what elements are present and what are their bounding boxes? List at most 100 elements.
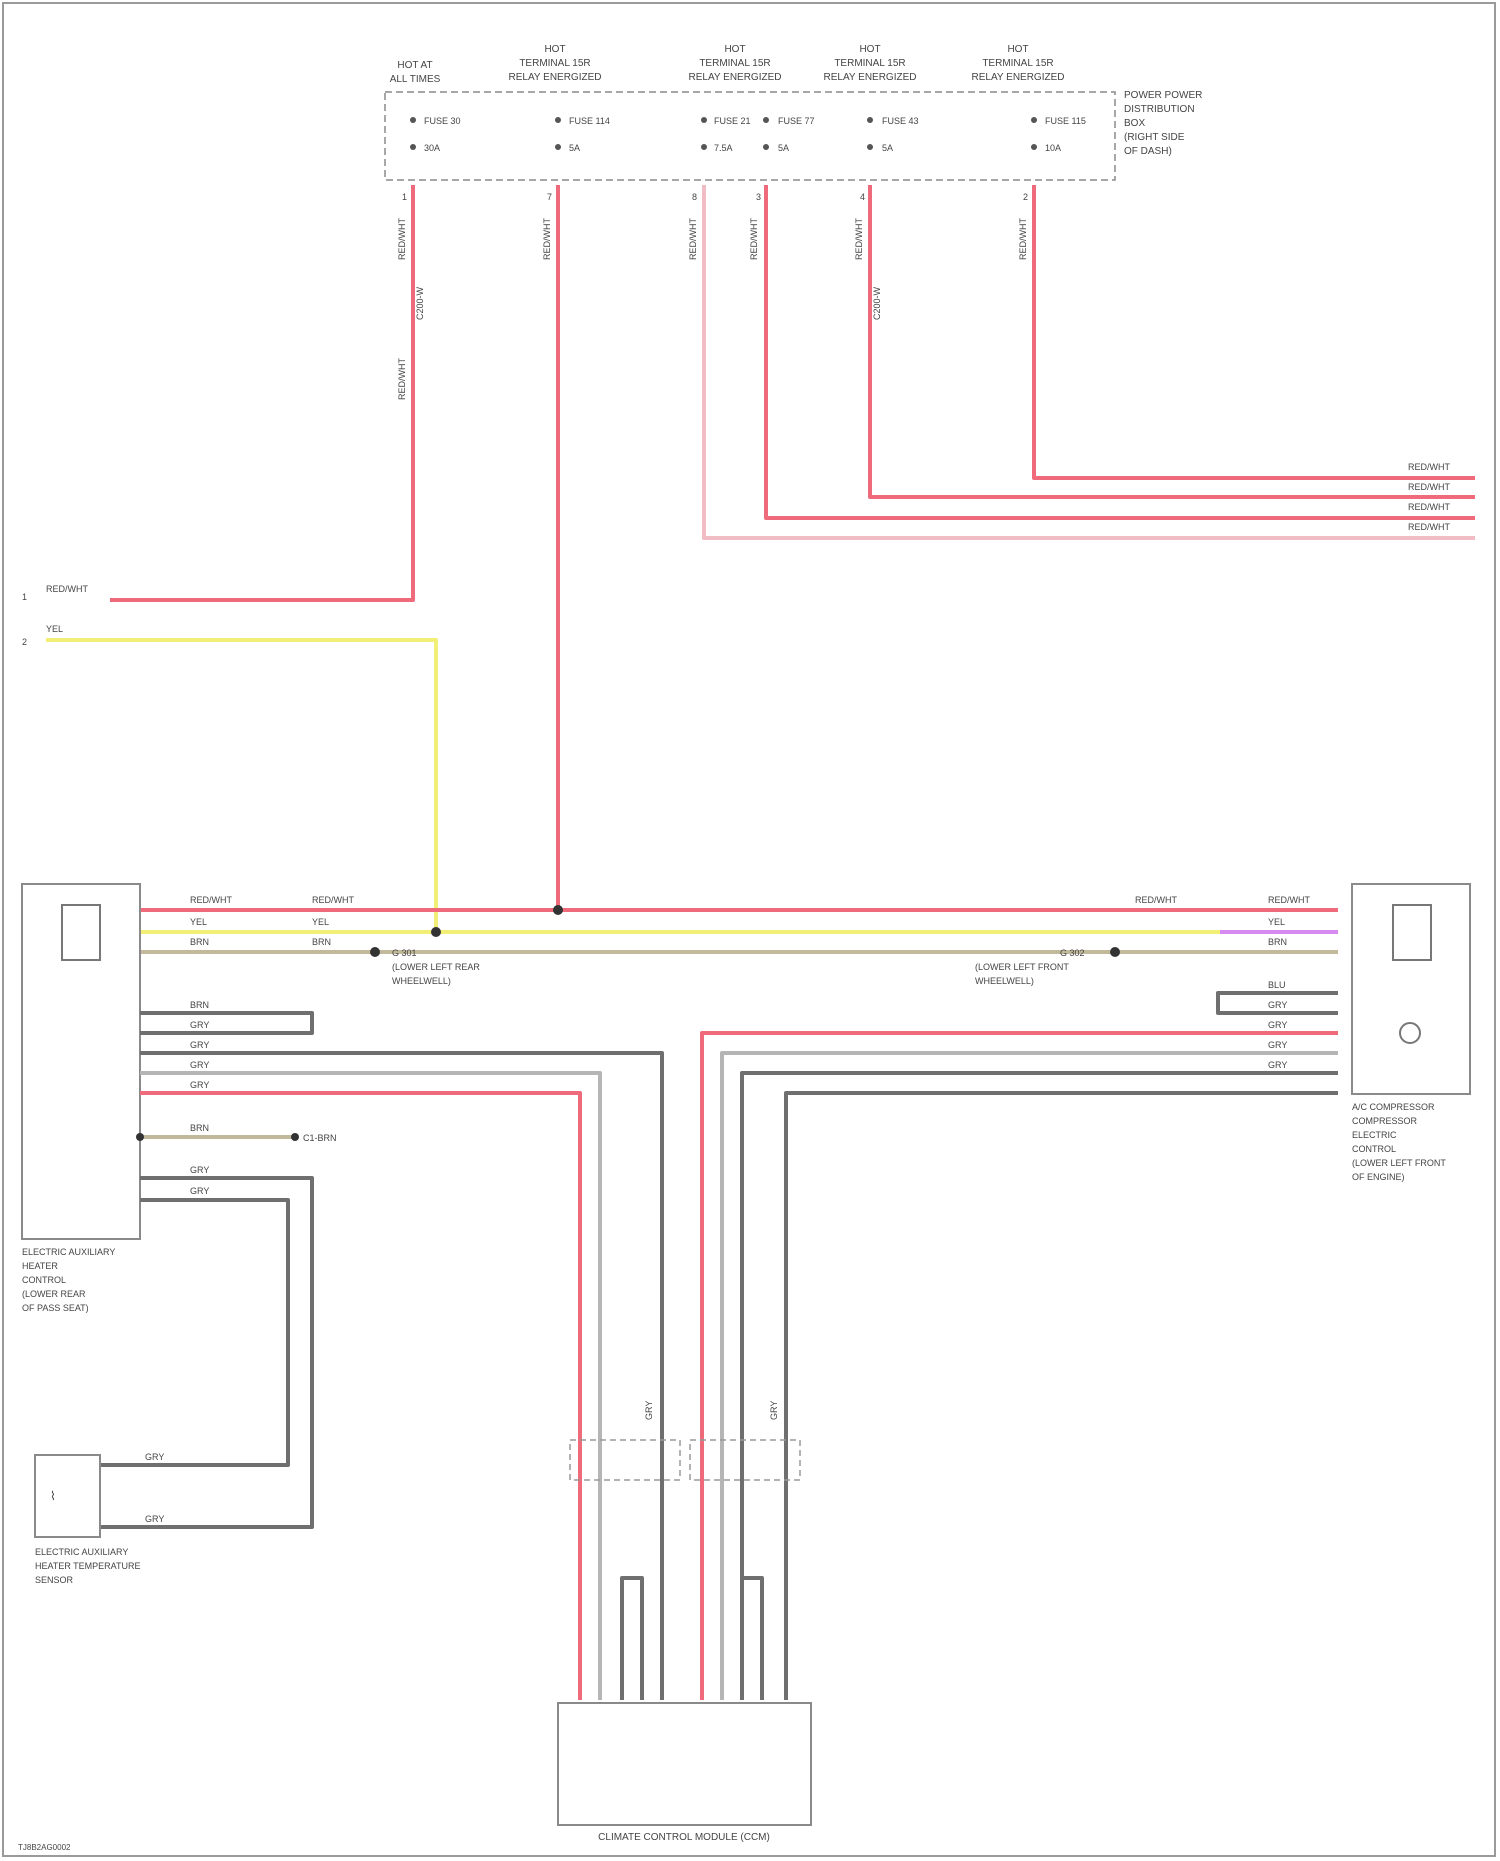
svg-text:C200-W: C200-W (872, 286, 882, 320)
left-module-loop-wires: BRN GRY GRY GRY GRY BRN C1-BRN (136, 1000, 662, 1700)
svg-text:RED/WHT: RED/WHT (1135, 895, 1177, 905)
svg-text:8: 8 (692, 192, 697, 202)
svg-text:ELECTRIC: ELECTRIC (1352, 1130, 1397, 1140)
svg-text:(LOWER LEFT FRONT: (LOWER LEFT FRONT (1352, 1158, 1446, 1168)
svg-text:RED/WHT: RED/WHT (1408, 462, 1450, 472)
svg-text:GRY: GRY (190, 1165, 209, 1175)
footer-code: TJ8B2AG0002 (18, 1843, 71, 1852)
bottom-wire-bundle: GRY GRY (570, 1401, 800, 1700)
svg-text:RED/WHT: RED/WHT (1408, 522, 1450, 532)
svg-text:DISTRIBUTION: DISTRIBUTION (1124, 104, 1195, 115)
svg-text:RED/WHT: RED/WHT (312, 895, 354, 905)
svg-text:GRY: GRY (145, 1514, 164, 1524)
svg-text:RED/WHT: RED/WHT (46, 584, 88, 594)
svg-text:RED/WHT: RED/WHT (854, 218, 864, 260)
svg-text:5A: 5A (778, 143, 789, 153)
supply-wire-1: RED/WHT C200-W RED/WHT (110, 185, 425, 600)
svg-text:RED/WHT: RED/WHT (1018, 218, 1028, 260)
svg-text:(LOWER REAR: (LOWER REAR (22, 1289, 86, 1299)
temperature-sensor: ⌇ GRY GRY ELECTRIC AUXILIARY HEATER TEMP… (35, 1452, 164, 1585)
svg-text:RELAY ENERGIZED: RELAY ENERGIZED (824, 72, 917, 83)
svg-text:⌇: ⌇ (50, 1489, 56, 1503)
svg-text:HOT: HOT (724, 44, 745, 55)
svg-text:OF PASS SEAT): OF PASS SEAT) (22, 1303, 89, 1313)
svg-text:POWER POWER: POWER POWER (1124, 90, 1202, 101)
svg-text:TERMINAL 15R: TERMINAL 15R (699, 58, 770, 69)
svg-text:HOT AT: HOT AT (397, 60, 432, 71)
svg-text:GRY: GRY (190, 1040, 209, 1050)
svg-text:RED/WHT: RED/WHT (397, 218, 407, 260)
svg-text:2: 2 (1023, 192, 1028, 202)
svg-text:GRY: GRY (769, 1401, 779, 1420)
pdu-header-1: HOT AT ALL TIMES (390, 60, 441, 85)
power-distribution-box: HOT AT ALL TIMES HOT TERMINAL 15R RELAY … (385, 44, 1202, 202)
svg-text:YEL: YEL (46, 624, 63, 634)
pdu-header-3: HOT TERMINAL 15R RELAY ENERGIZED (689, 44, 782, 83)
svg-text:GRY: GRY (1268, 1060, 1287, 1070)
svg-text:GRY: GRY (190, 1020, 209, 1030)
svg-text:SENSOR: SENSOR (35, 1575, 74, 1585)
supply-wire-6: RED/WHT (1018, 185, 1475, 478)
svg-text:WHEELWELL): WHEELWELL) (975, 976, 1034, 986)
svg-text:FUSE 115: FUSE 115 (1045, 116, 1086, 126)
svg-text:5A: 5A (882, 143, 893, 153)
svg-text:BRN: BRN (312, 937, 331, 947)
svg-text:7: 7 (547, 192, 552, 202)
svg-text:BRN: BRN (190, 937, 209, 947)
supply-wire-5: RED/WHT C200-W (854, 185, 1475, 497)
svg-text:CONTROL: CONTROL (22, 1275, 66, 1285)
svg-text:FUSE 77: FUSE 77 (778, 116, 815, 126)
svg-text:RED/WHT: RED/WHT (1268, 895, 1310, 905)
svg-text:BOX: BOX (1124, 118, 1145, 129)
svg-text:ELECTRIC AUXILIARY: ELECTRIC AUXILIARY (22, 1247, 115, 1257)
right-module-wires: BLU GRY GRY GRY GRY (702, 980, 1338, 1700)
svg-text:GRY: GRY (1268, 1000, 1287, 1010)
svg-text:(RIGHT SIDE: (RIGHT SIDE (1124, 132, 1185, 143)
svg-text:RED/WHT: RED/WHT (1408, 482, 1450, 492)
svg-text:GRY: GRY (190, 1080, 209, 1090)
svg-text:RED/WHT: RED/WHT (397, 358, 407, 400)
pdu-header-4: HOT TERMINAL 15R RELAY ENERGIZED (824, 44, 917, 83)
svg-text:GRY: GRY (190, 1186, 209, 1196)
svg-text:TERMINAL 15R: TERMINAL 15R (982, 58, 1053, 69)
svg-text:HEATER: HEATER (22, 1261, 58, 1271)
svg-text:BRN: BRN (190, 1123, 209, 1133)
fuse-21: FUSE 21 7.5A 8 (692, 116, 751, 202)
svg-text:TERMINAL 15R: TERMINAL 15R (519, 58, 590, 69)
svg-text:WHEELWELL): WHEELWELL) (392, 976, 451, 986)
svg-text:GRY: GRY (145, 1452, 164, 1462)
svg-text:(LOWER LEFT REAR: (LOWER LEFT REAR (392, 962, 480, 972)
svg-text:HOT: HOT (1007, 44, 1028, 55)
svg-text:YEL: YEL (312, 917, 329, 927)
svg-text:RED/WHT: RED/WHT (190, 895, 232, 905)
svg-text:BLU: BLU (1268, 980, 1286, 990)
svg-text:C1-BRN: C1-BRN (303, 1133, 337, 1143)
svg-text:30A: 30A (424, 143, 440, 153)
left-module: ELECTRIC AUXILIARY HEATER CONTROL (LOWER… (22, 884, 354, 1313)
svg-text:3: 3 (756, 192, 761, 202)
supply-wire-2: RED/WHT (542, 185, 558, 910)
svg-text:RELAY ENERGIZED: RELAY ENERGIZED (689, 72, 782, 83)
svg-text:HOT: HOT (544, 44, 565, 55)
svg-text:OF ENGINE): OF ENGINE) (1352, 1172, 1405, 1182)
svg-text:FUSE 21: FUSE 21 (714, 116, 751, 126)
svg-text:RED/WHT: RED/WHT (688, 218, 698, 260)
svg-text:BRN: BRN (1268, 937, 1287, 947)
svg-text:YEL: YEL (190, 917, 207, 927)
svg-text:5A: 5A (569, 143, 580, 153)
climate-control-module: CLIMATE CONTROL MODULE (CCM) (558, 1703, 811, 1843)
svg-text:1: 1 (22, 592, 27, 602)
svg-text:G 301: G 301 (392, 948, 417, 958)
pdu-header-5: HOT TERMINAL 15R RELAY ENERGIZED (972, 44, 1065, 83)
svg-text:2: 2 (22, 637, 27, 647)
svg-text:FUSE 114: FUSE 114 (569, 116, 610, 126)
supply-wire-3: RED/WHT (688, 185, 1475, 538)
svg-text:RED/WHT: RED/WHT (542, 218, 552, 260)
svg-text:CONTROL: CONTROL (1352, 1144, 1396, 1154)
svg-text:FUSE 43: FUSE 43 (882, 116, 919, 126)
svg-text:ALL TIMES: ALL TIMES (390, 74, 441, 85)
pdu-title: POWER POWER DISTRIBUTION BOX (RIGHT SIDE… (1124, 90, 1202, 157)
svg-text:G 302: G 302 (1060, 948, 1085, 958)
svg-text:1: 1 (402, 192, 407, 202)
